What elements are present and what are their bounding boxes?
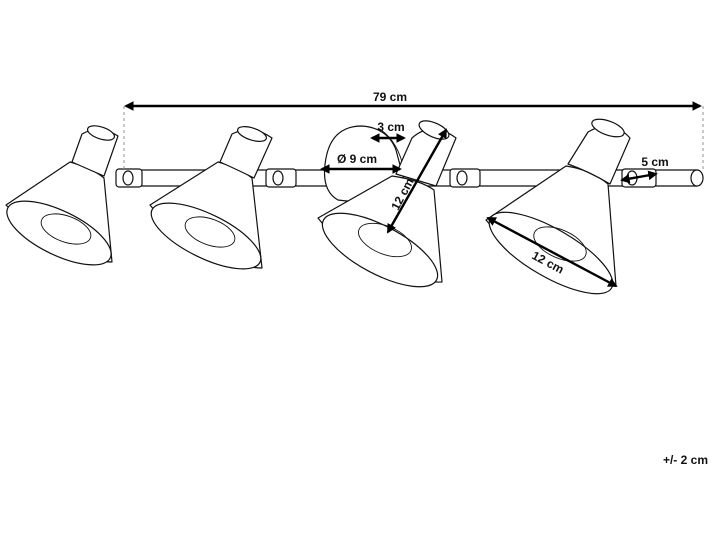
dimension-total-length: 79 cm (123, 90, 704, 172)
joint-collar (265, 168, 297, 188)
canopy-diameter-label: Ø 9 cm (337, 152, 377, 166)
dimension-canopy-diameter: Ø 9 cm (320, 152, 402, 174)
canopy-depth-label: 3 cm (377, 120, 404, 134)
rod-end-label: 5 cm (641, 155, 668, 169)
spotlight-4 (485, 118, 631, 295)
joint-collar (115, 168, 143, 188)
dimension-rod-end: 5 cm (620, 155, 669, 184)
spotlight-2 (149, 126, 273, 270)
tolerance-note: +/- 2 cm (663, 453, 708, 467)
joint-collar (449, 168, 481, 188)
spotlight-1 (5, 125, 119, 266)
total-length-label: 79 cm (373, 90, 407, 104)
